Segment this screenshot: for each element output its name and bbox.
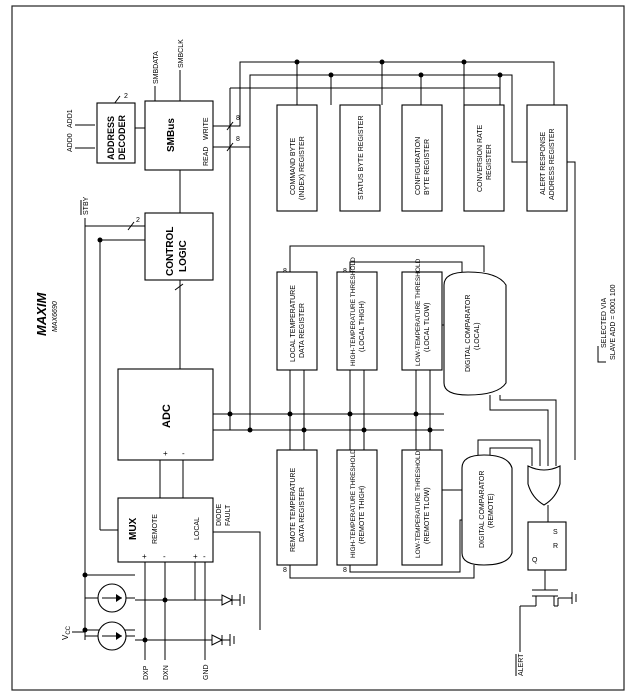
- adc-title: ADC: [161, 404, 173, 428]
- register-local-low-line1: LOW-TEMPERATURE THRESHOLD: [415, 258, 422, 366]
- or-gate: [527, 465, 561, 506]
- register-remote-high-line1: HIGH-TEMPERATURE THRESHOLD: [350, 449, 357, 558]
- adc-minus: -: [182, 449, 185, 458]
- bus-width-remote-high: 8: [343, 567, 347, 574]
- control-logic-line2: LOGIC: [178, 240, 189, 272]
- pin-dxp: DXP: [143, 665, 150, 680]
- wires: [72, 61, 606, 660]
- comparator-remote: [461, 454, 513, 566]
- register-remote-high: [336, 449, 378, 566]
- address-decoder-block: [96, 102, 136, 164]
- pin-stby: STBY: [83, 196, 90, 215]
- pin-dxn: DXN: [163, 665, 170, 680]
- mux-remote-label: REMOTE: [152, 514, 159, 544]
- note-line2: SLAVE ADD = 0001 100: [610, 284, 617, 360]
- bus-width-ctrl: 2: [136, 217, 140, 224]
- register-alert-response-line1: ALERT RESPONSE: [540, 132, 547, 195]
- pin-smbclk: SMBCLK: [178, 39, 185, 68]
- diode-upper: [221, 594, 234, 606]
- maxim-logo: MAXIM: [34, 292, 49, 337]
- mux-remote-plus: +: [142, 552, 147, 561]
- register-configuration-line2: BYTE REGISTER: [424, 139, 431, 195]
- adc-block: [117, 368, 214, 461]
- mux-local-label: LOCAL: [194, 517, 201, 540]
- register-local-high: [336, 271, 378, 371]
- register-remote-high-line2: (REMOTE THIGH): [359, 486, 366, 544]
- control-logic-line1: CONTROL: [165, 227, 176, 276]
- register-status-byte-line1: STATUS BYTE REGISTER: [358, 115, 365, 200]
- bus-width-read: 8: [236, 136, 240, 143]
- sr-latch: [527, 521, 567, 571]
- smbus-read-label: READ: [203, 147, 210, 166]
- mux-local-plus: +: [193, 552, 198, 561]
- bus-width-addr: 2: [124, 93, 128, 100]
- current-source-dxn: [85, 621, 135, 651]
- register-remote-low-line1: LOW-TEMPERATURE THRESHOLD: [415, 450, 422, 558]
- register-status-byte: [339, 104, 381, 212]
- register-alert-response: [526, 104, 568, 212]
- diode-fault-line2: FAULT: [225, 504, 232, 526]
- bus-width-write: 8: [236, 115, 240, 122]
- pin-add1: ADD1: [67, 109, 74, 128]
- mux-local-minus: -: [203, 552, 206, 561]
- comparator-remote-line2: (REMOTE): [488, 493, 495, 528]
- pin-gnd: GND: [203, 664, 210, 680]
- register-configuration: [401, 104, 443, 212]
- smbus-title: SMBus: [166, 118, 177, 152]
- register-local-high-line1: HIGH-TEMPERATURE THRESHOLD: [350, 257, 357, 366]
- part-number: MAX6690: [52, 301, 59, 332]
- register-command-byte-line2: (INDEX) REGISTER: [299, 136, 306, 200]
- comparator-local-line1: DIGITAL COMPARATOR: [465, 295, 472, 372]
- pin-vcc: VCC: [61, 625, 72, 640]
- comparator-local: [443, 271, 507, 396]
- register-local-temperature-line2: DATA REGISTER: [299, 303, 306, 358]
- address-decoder-line2: DECODER: [117, 114, 127, 160]
- latch-q: Q: [532, 557, 538, 564]
- register-conversion-rate-line1: CONVERSION RATE: [477, 125, 484, 192]
- current-source-dxp: [85, 583, 135, 613]
- note-line1: SELECTED VIA: [601, 297, 608, 348]
- control-logic-block: [144, 212, 214, 281]
- comparator-remote-line1: DIGITAL COMPARATOR: [479, 471, 486, 548]
- smbus-write-label: WRITE: [203, 117, 210, 140]
- register-local-temperature: [276, 271, 318, 371]
- junction-dots: [82, 59, 503, 643]
- register-conversion-rate-line2: REGISTER: [486, 144, 493, 180]
- register-remote-temperature-line1: REMOTE TEMPERATURE: [290, 468, 297, 552]
- diode-fault-line1: DIODE: [216, 504, 223, 527]
- register-command-byte: [276, 104, 318, 212]
- register-remote-temperature: [276, 449, 318, 566]
- register-remote-low: [401, 449, 443, 566]
- mux-title: MUX: [128, 517, 139, 540]
- register-conversion-rate: [463, 104, 505, 212]
- register-alert-response-line2: ADDRESS REGISTER: [549, 128, 556, 200]
- latch-s: S: [553, 529, 558, 536]
- register-configuration-line1: CONFIGURATION: [415, 137, 422, 195]
- smbus-block: [144, 100, 214, 171]
- adc-plus: +: [163, 449, 168, 458]
- comparator-local-line2: (LOCAL): [474, 322, 481, 350]
- register-local-low-line2: (LOCAL TLOW): [424, 303, 431, 352]
- pin-smbdata: SMBDATA: [153, 51, 160, 84]
- register-remote-low-line2: (REMOTE TLOW): [424, 487, 431, 544]
- address-decoder-line1: ADDRESS: [106, 116, 116, 160]
- alert-transistor: [519, 589, 559, 630]
- mux-remote-minus: -: [163, 552, 166, 561]
- register-command-byte-line1: COMMAND BYTE: [290, 138, 297, 196]
- mux-block: [117, 497, 214, 563]
- diagram-frame: [11, 5, 625, 691]
- bus-width-remote-data: 8: [283, 567, 287, 574]
- pin-add0: ADD0: [67, 133, 74, 152]
- register-local-temperature-line1: LOCAL TEMPERATURE: [290, 285, 297, 362]
- diode-lower: [211, 634, 224, 646]
- register-remote-temperature-line2: DATA REGISTER: [299, 487, 306, 542]
- pin-alert: ALERT: [518, 653, 525, 676]
- latch-r: R: [553, 543, 558, 550]
- register-local-low: [401, 271, 443, 371]
- register-local-high-line2: (LOCAL THIGH): [359, 301, 366, 352]
